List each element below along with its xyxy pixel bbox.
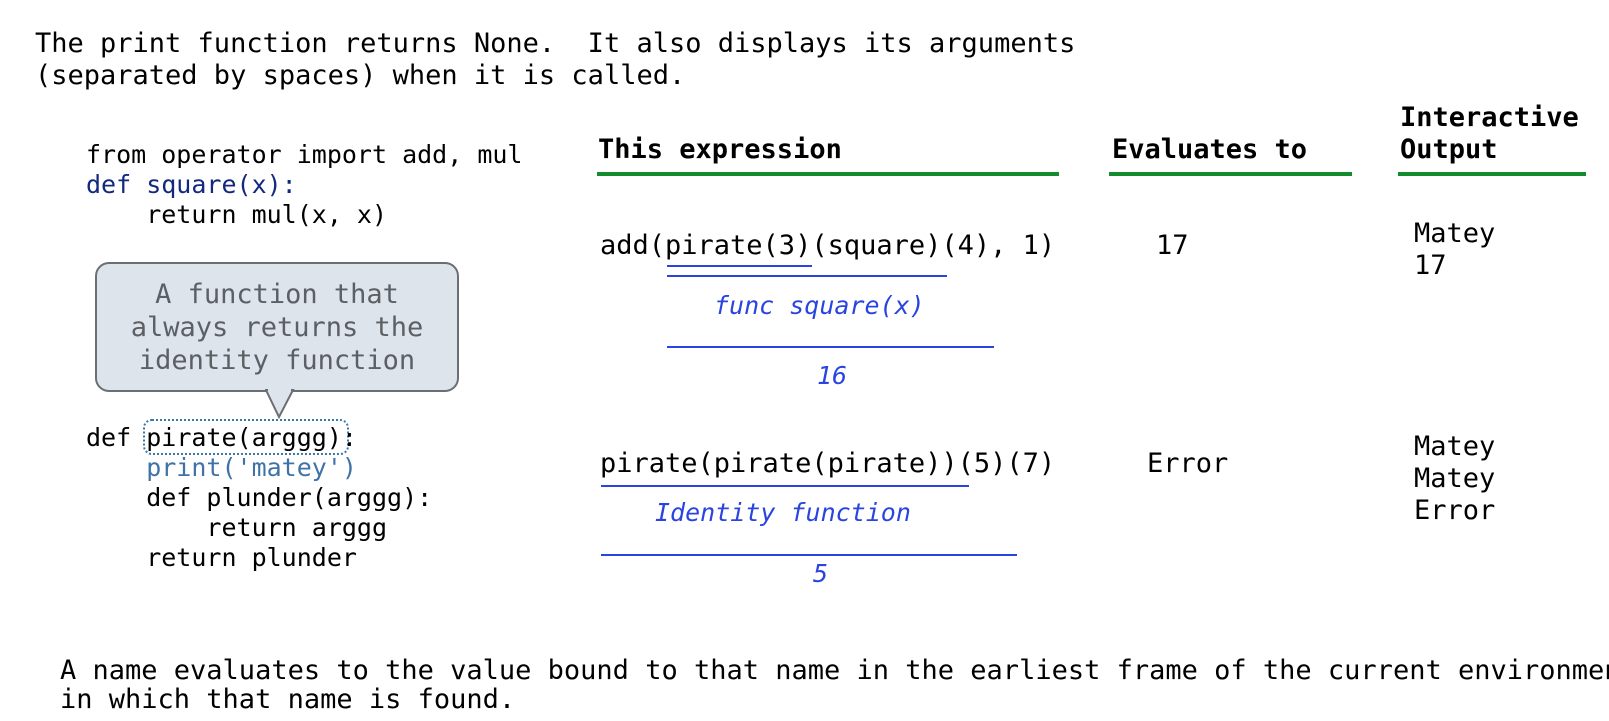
code-import-line: from operator import add, mul	[86, 140, 523, 169]
row1-expression: add(pirate(3)(square)(4), 1)	[600, 230, 1056, 261]
pirate-signature-highlight	[143, 419, 349, 455]
intro-line-1: The print function returns None. It also…	[35, 28, 1076, 59]
row1-underline-pirate3	[667, 265, 812, 267]
row1-underline-call-4	[667, 346, 994, 348]
code-return-plunder: return plunder	[86, 543, 357, 572]
row2-expression: pirate(pirate(pirate))(5)(7)	[600, 448, 1056, 479]
row1-output-line1: Matey	[1414, 218, 1496, 249]
code-def-keyword: def	[86, 423, 147, 452]
header-evaluates-to: Evaluates to	[1112, 134, 1308, 165]
row2-value: Error	[1147, 448, 1229, 479]
row2-underline-pirate-pirate	[601, 485, 969, 487]
row2-output-line1: Matey	[1414, 431, 1496, 462]
row1-value: 17	[1156, 230, 1189, 261]
code-pirate-signature: pirate(arggg)	[146, 423, 342, 452]
row1-annotation-16: 16	[817, 361, 848, 390]
header-underline-output	[1398, 172, 1586, 176]
header-output: Output	[1400, 134, 1498, 165]
row2-output-line3: Error	[1414, 495, 1496, 526]
code-def-plunder: def plunder(arggg):	[86, 483, 433, 512]
code-def-pirate: def pirate(arggg):	[86, 425, 357, 450]
callout-pointer	[265, 389, 295, 419]
row2-output-line2: Matey	[1414, 463, 1496, 494]
code-return-mul: return mul(x, x)	[86, 200, 388, 229]
callout-bubble	[95, 262, 459, 392]
callout-text: A function that always returns the ident…	[130, 279, 424, 376]
row2-annotation-5: 5	[813, 559, 829, 588]
row1-output-line2: 17	[1414, 250, 1447, 281]
header-this-expression: This expression	[598, 134, 842, 165]
row1-annotation-func: func square(x)	[714, 291, 925, 320]
intro-line-2: (separated by spaces) when it is called.	[35, 60, 686, 91]
footer-line-1: A name evaluates to the value bound to t…	[60, 655, 1609, 686]
code-def-square: def square(x):	[86, 170, 297, 199]
header-interactive: Interactive	[1400, 102, 1579, 133]
row2-underline-call-5	[601, 554, 1017, 556]
header-underline-evaluates	[1109, 172, 1352, 176]
row1-underline-call-square	[667, 275, 947, 277]
row2-annotation-identity: Identity function	[655, 498, 911, 527]
code-return-arggg: return arggg	[86, 513, 388, 542]
header-underline-expression	[597, 172, 1059, 176]
code-colon: :	[341, 423, 357, 452]
footer-line-2: in which that name is found.	[60, 684, 516, 715]
code-print-matey: print('matey')	[86, 453, 357, 482]
